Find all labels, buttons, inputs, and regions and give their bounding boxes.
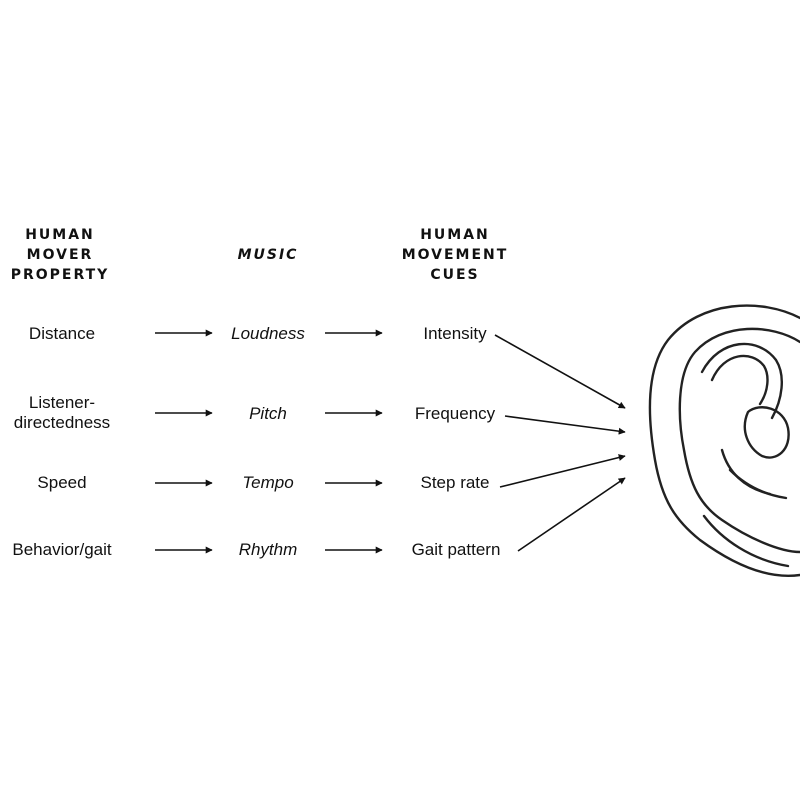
arrow-cue-to-ear — [499, 454, 626, 488]
music-label: Loudness — [231, 324, 305, 343]
ear-icon — [648, 304, 800, 578]
property-label: Distance — [28, 324, 96, 343]
property-label-line: directedness — [13, 413, 111, 432]
cue-label: Intensity — [423, 324, 487, 343]
property-label: Speed — [37, 473, 87, 492]
header-property-line: PROPERTY — [10, 267, 110, 283]
arrow-cue-to-ear — [504, 415, 626, 435]
header-cues-line: HUMAN — [420, 227, 490, 243]
cue-label: Step rate — [420, 473, 490, 492]
header-property-line: MOVER — [26, 247, 94, 263]
header-property: HUMAN MOVER PROPERTY — [10, 225, 110, 285]
property-label: Listener- directedness — [0, 393, 124, 433]
arrow-cue-to-ear — [517, 477, 626, 552]
music-label: Rhythm — [238, 540, 298, 559]
header-cues: HUMAN MOVEMENT CUES — [385, 225, 525, 285]
header-music-line: MUSIC — [237, 247, 299, 263]
property-label: Behavior/gait — [12, 540, 112, 559]
cue-label: Frequency — [414, 404, 496, 423]
cue-label: Gait pattern — [411, 540, 501, 559]
header-music: MUSIC — [218, 245, 318, 265]
music-label: Pitch — [249, 404, 287, 423]
property-label-line: Listener- — [28, 393, 96, 412]
music-label: Tempo — [242, 473, 294, 492]
header-cues-line: CUES — [430, 267, 480, 283]
header-property-line: HUMAN — [25, 227, 95, 243]
header-cues-line: MOVEMENT — [401, 247, 509, 263]
arrow-cue-to-ear — [494, 334, 626, 409]
